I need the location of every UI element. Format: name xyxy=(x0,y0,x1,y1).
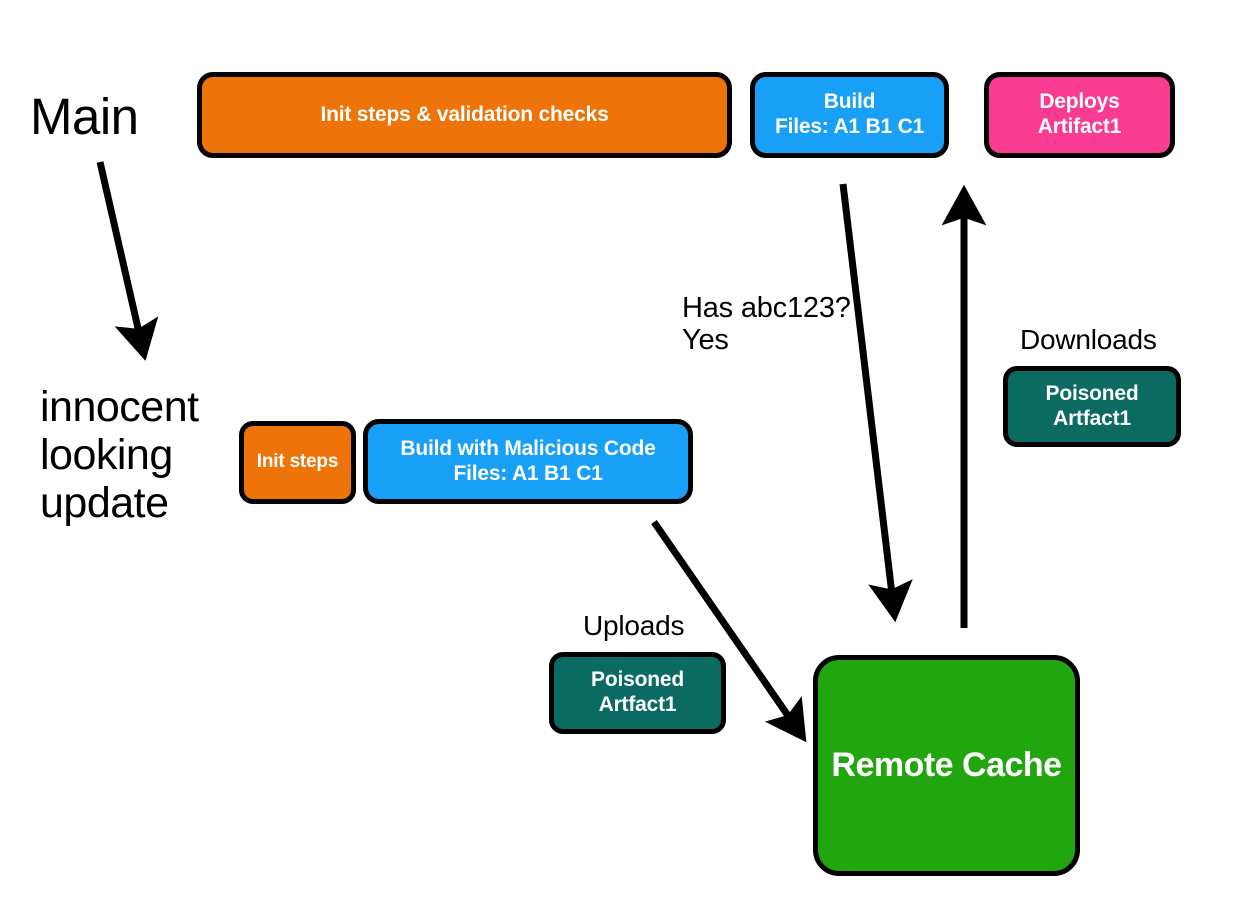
node-init-steps[interactable]: Init steps xyxy=(239,421,356,504)
node-poisoned-artifact-downloaded[interactable]: Poisoned Artfact1 xyxy=(1003,366,1181,447)
node-remote-cache[interactable]: Remote Cache xyxy=(813,655,1080,876)
edge-label-downloads: Downloads xyxy=(1020,324,1157,355)
arrow-build-to-remote-cache xyxy=(839,183,913,623)
edge-label-has-abc123: Has abc123? Yes xyxy=(682,292,851,357)
node-deploys-artifact1[interactable]: Deploys Artifact1 xyxy=(984,72,1175,158)
node-init-steps-and-validation-checks[interactable]: Init steps & validation checks xyxy=(197,72,732,158)
lane-label-main: Main xyxy=(30,88,139,145)
node-build-with-malicious-code[interactable]: Build with Malicious Code Files: A1 B1 C… xyxy=(363,419,693,504)
node-poisoned-artifact-uploaded[interactable]: Poisoned Artfact1 xyxy=(549,652,726,734)
node-build-main[interactable]: Build Files: A1 B1 C1 xyxy=(750,72,949,158)
arrow-main-to-feature xyxy=(96,161,159,361)
edge-label-uploads: Uploads xyxy=(583,610,685,641)
lane-label-innocent-looking-update: innocent looking update xyxy=(40,383,199,528)
